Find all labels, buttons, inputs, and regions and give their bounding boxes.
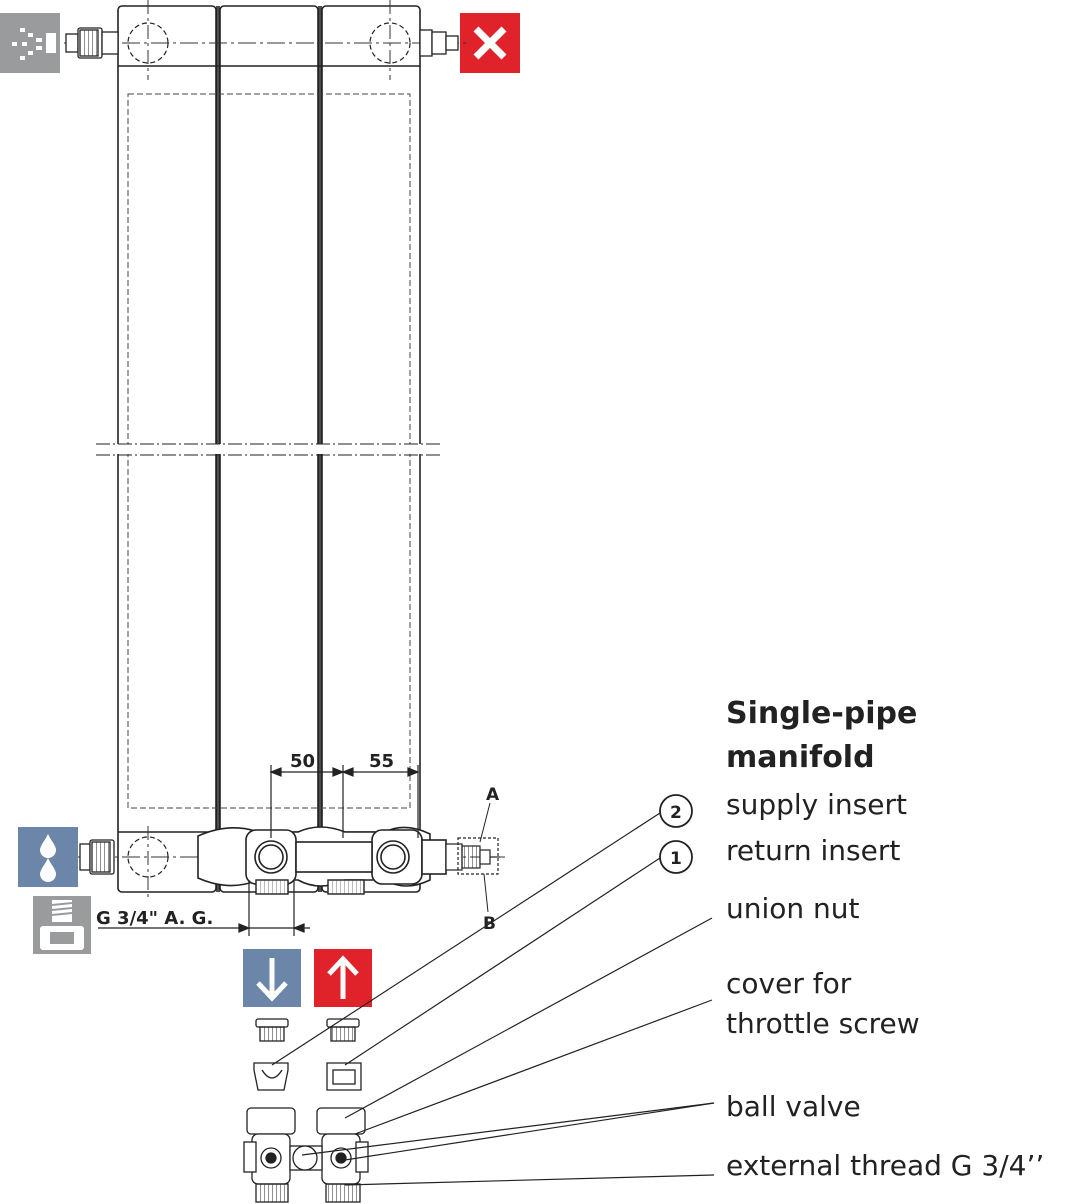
manifold-outlets: [255, 879, 365, 895]
arrow-up-icon: [314, 949, 372, 1007]
bottom-left-plug: [79, 839, 115, 875]
dimension-55: 55: [369, 751, 394, 772]
manifold-pipe: [197, 826, 447, 887]
top-port-right: [369, 22, 411, 64]
threaded-connector-icon: [33, 896, 91, 954]
vent-spray-icon: [0, 13, 60, 73]
thread-dimension: G 3/4" A. G.: [96, 908, 213, 929]
throttle-screw-detail: [445, 802, 500, 913]
detail-label-a: A: [486, 785, 500, 805]
bottom-port-left: [127, 836, 169, 878]
closed-cross-icon: [460, 13, 520, 73]
label-ball-valve: ball valve: [726, 1090, 861, 1123]
dimension-50: 50: [290, 751, 315, 772]
water-drops-icon: [18, 827, 78, 887]
label-cover-throttle-screw: cover for throttle screw: [726, 967, 920, 1040]
diagram-title: Single-pipe manifold: [726, 696, 918, 775]
label-supply-insert: supply insert: [726, 788, 907, 821]
dimension-lines: [98, 765, 420, 936]
top-left-plug: [65, 27, 119, 59]
arrow-down-icon: [243, 949, 301, 1007]
svg-text:2: 2: [670, 803, 682, 823]
marker-2: 2: [659, 794, 693, 828]
marker-1: 1: [659, 840, 693, 874]
supply-insert-part: [253, 1018, 289, 1091]
leader-lines: [271, 812, 715, 1186]
label-return-insert: return insert: [726, 834, 901, 867]
return-insert-part: [326, 1018, 362, 1091]
break-mark: [96, 443, 442, 456]
label-external-thread: external thread G 3/4’’: [726, 1149, 1045, 1182]
top-right-plug: [419, 29, 459, 57]
top-port-left: [127, 22, 169, 64]
ball-valve-assembly: [243, 1107, 369, 1203]
label-union-nut: union nut: [726, 892, 860, 925]
svg-text:1: 1: [670, 849, 682, 869]
